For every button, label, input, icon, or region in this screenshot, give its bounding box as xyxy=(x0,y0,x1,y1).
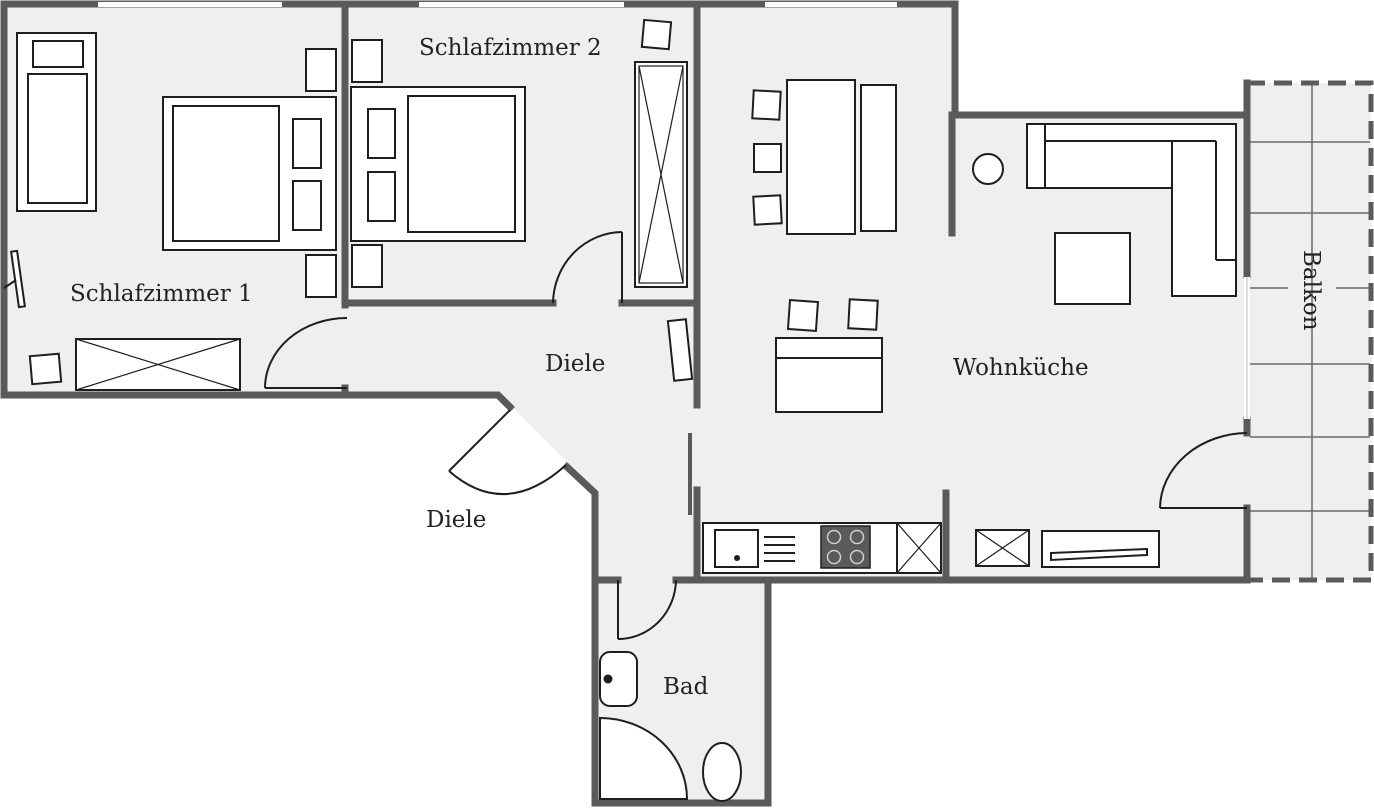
bed-double-2-pillow-2 xyxy=(367,171,396,222)
nightstand-2 xyxy=(305,254,337,298)
plant xyxy=(972,153,1004,185)
bed-double-mattress xyxy=(172,105,280,242)
label-wohnkueche: Wohnküche xyxy=(953,355,1089,381)
bed-double-pillow-1 xyxy=(292,118,322,169)
chair-5 xyxy=(847,298,879,331)
bed-double-pillow-2 xyxy=(292,180,322,231)
bed-double-2-pillow-1 xyxy=(367,108,396,159)
bed-double-2-mattress xyxy=(407,95,516,233)
nightstand-1 xyxy=(305,48,337,92)
washbasin xyxy=(599,651,638,707)
label-diele-outer: Diele xyxy=(426,507,486,533)
door-schlafzimmer2 xyxy=(552,231,623,304)
label-balkon: Balkon xyxy=(1298,250,1324,331)
chair-2 xyxy=(753,143,782,173)
coffee-table xyxy=(1054,232,1131,305)
sofa xyxy=(1026,123,1237,297)
mirror xyxy=(10,249,26,309)
bed-single-pillow xyxy=(32,40,84,68)
bed-single-mattress xyxy=(27,73,88,204)
label-schlafzimmer1: Schlafzimmer 1 xyxy=(70,281,253,307)
drainboard xyxy=(764,536,795,562)
wohnkueche-furniture xyxy=(702,79,1237,574)
bad-furniture xyxy=(599,651,742,802)
door-bad xyxy=(617,579,677,640)
door-entrance xyxy=(448,409,567,495)
chair-1 xyxy=(751,89,782,121)
nightstand-3 xyxy=(351,39,383,83)
label-schlafzimmer2: Schlafzimmer 2 xyxy=(419,35,602,61)
door-balkon xyxy=(1159,432,1248,509)
stove xyxy=(820,525,871,569)
schlafzimmer1-furniture xyxy=(3,32,337,391)
nightstand-4 xyxy=(351,244,383,288)
desk xyxy=(775,337,883,413)
sink xyxy=(714,529,759,568)
balcony-outline xyxy=(1247,80,1374,583)
shoe-cabinet xyxy=(666,318,694,382)
chair-4 xyxy=(786,298,820,333)
door-schlafzimmer1 xyxy=(264,317,348,389)
toilet xyxy=(702,742,742,802)
shower xyxy=(599,716,689,800)
doors xyxy=(264,231,1248,640)
box xyxy=(640,18,673,51)
sideboard xyxy=(860,84,897,232)
dining-table xyxy=(786,79,856,235)
label-bad: Bad xyxy=(663,674,709,700)
label-diele-inner: Diele xyxy=(545,351,605,377)
stool xyxy=(28,352,63,386)
balcony-grid xyxy=(1250,83,1370,580)
schlafzimmer2-furniture xyxy=(350,18,688,288)
chair-3 xyxy=(752,194,783,226)
